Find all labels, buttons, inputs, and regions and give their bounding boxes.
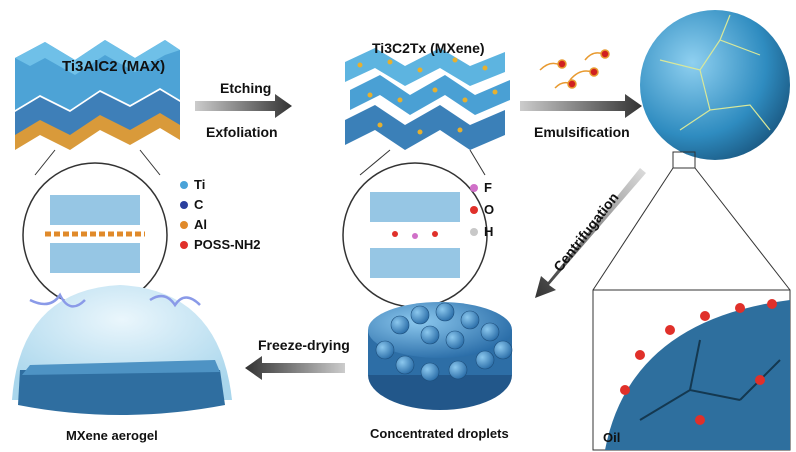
- oil-interface-inset: [592, 289, 791, 451]
- c-dot-icon: [180, 200, 188, 209]
- poss-nh2-molecules: [539, 49, 610, 89]
- droplets-label: Concentrated droplets: [370, 426, 509, 441]
- centrifugation-arrow: [535, 168, 646, 298]
- mxene-sheets: [345, 48, 510, 150]
- legend-al: Al: [180, 217, 207, 232]
- etching-arrow: [195, 94, 292, 118]
- oil-label: Oil: [603, 430, 621, 445]
- freeze-drying-arrow: [245, 356, 345, 380]
- legend-poss-nh2: POSS-NH2: [180, 237, 260, 252]
- legend-c: C: [180, 197, 203, 212]
- legend-ti: Ti: [180, 177, 205, 192]
- emulsification-label: Emulsification: [534, 124, 630, 140]
- al-dot-icon: [180, 220, 188, 229]
- legend-o: O: [470, 202, 494, 217]
- ti-dot-icon: [180, 180, 188, 189]
- emulsion-droplet: [592, 10, 791, 291]
- h-dot-icon: [470, 227, 478, 236]
- aerogel-label: MXene aerogel: [66, 428, 158, 443]
- exfoliation-label: Exfoliation: [206, 124, 278, 140]
- max-phase-label: Ti3AlC2 (MAX): [62, 58, 166, 75]
- emulsification-arrow: [520, 94, 642, 118]
- freeze-drying-label: Freeze-drying: [258, 337, 350, 353]
- max-phase-block: [15, 40, 180, 150]
- concentrated-droplets-pile: [368, 302, 513, 410]
- f-dot-icon: [470, 183, 478, 192]
- mxene-label: Ti3C2Tx (MXene): [372, 40, 485, 56]
- o-dot-icon: [470, 205, 478, 214]
- max-structure-inset: [22, 149, 168, 308]
- poss-nh2-icon: [180, 240, 188, 249]
- mxene-aerogel: [12, 285, 232, 415]
- mxene-structure-inset: [342, 149, 488, 308]
- etching-label: Etching: [220, 80, 272, 96]
- legend-h: H: [470, 224, 493, 239]
- legend-f: F: [470, 180, 492, 195]
